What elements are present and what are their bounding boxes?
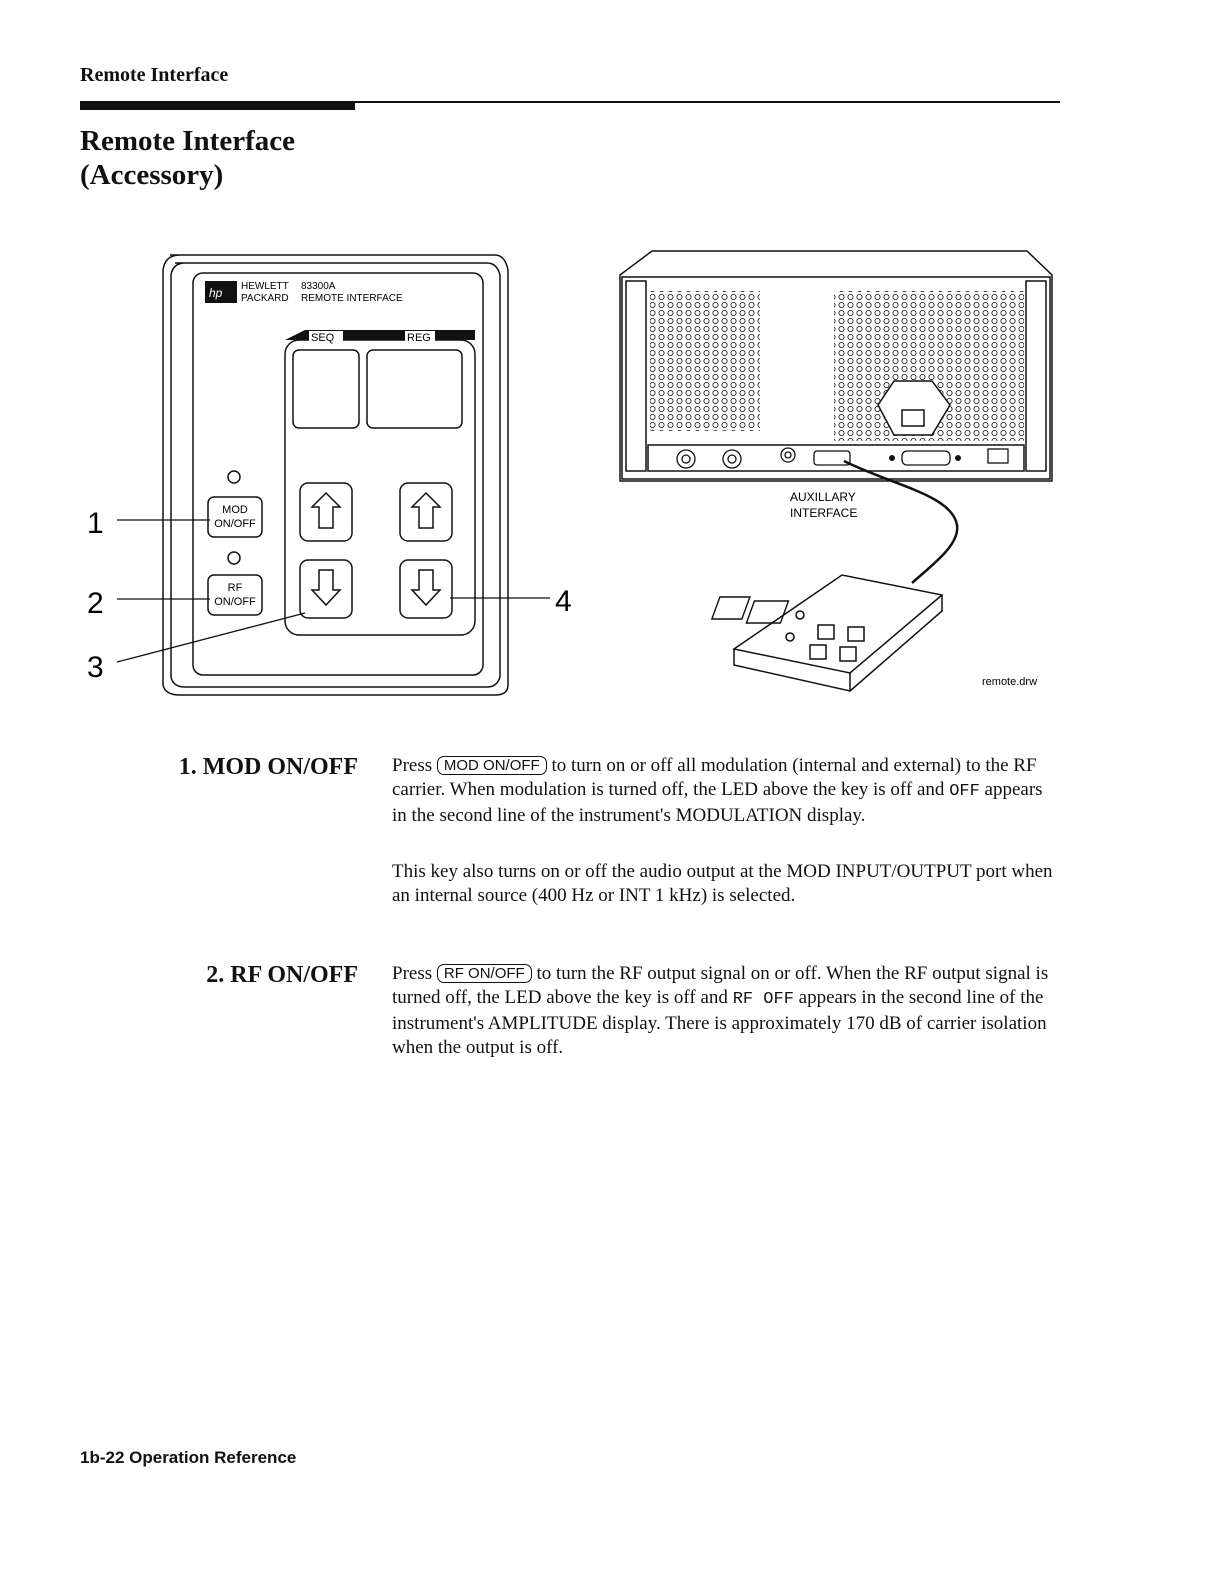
arrow-up-icon <box>410 491 442 529</box>
arrow-up-icon <box>310 491 342 529</box>
instrument-rear-panel-figure: AUXILLARY INTERFACE remote.drw <box>619 250 1053 692</box>
callout-2: 2 <box>87 587 104 620</box>
display-code: OFF <box>949 782 980 801</box>
item-text: Press <box>392 963 433 984</box>
item-text: appears in the second line of the instru… <box>392 987 1047 1058</box>
rf-key-label: RF <box>228 582 243 594</box>
brand-line2: PACKARD <box>241 293 289 304</box>
callout-3: 3 <box>87 651 104 684</box>
reg-label: REG <box>407 332 431 344</box>
item-text: to turn the RF output signal on or off. … <box>392 963 1049 1008</box>
remote-interface-front-figure: SEQ REG hp HEWLETT PACKARD 83300A REMOTE… <box>87 254 572 696</box>
item-paragraph: Press MOD ON/OFF to turn on or off all m… <box>392 754 1062 828</box>
section-title-line: Remote Interface <box>80 125 295 157</box>
seq-label: SEQ <box>311 332 335 344</box>
hp-logo-icon: hp <box>205 281 237 303</box>
rf-key-label: ON/OFF <box>214 596 256 608</box>
product-name: REMOTE INTERFACE <box>301 293 403 304</box>
brand-line1: HEWLETT <box>241 281 289 292</box>
running-head: Remote Interface <box>80 64 229 86</box>
item-paragraph: Press RF ON/OFF to turn the RF output si… <box>392 962 1062 1060</box>
callout-4: 4 <box>555 585 572 618</box>
figure-filename: remote.drw <box>982 676 1037 688</box>
instrument-rear-panel-icon <box>619 250 1053 482</box>
item-text: appears in the second line of the instru… <box>392 779 1043 826</box>
mod-on-off-key-icon: MOD ON/OFF <box>436 756 547 775</box>
svg-text:hp: hp <box>209 286 223 300</box>
remote-keypad-icon <box>710 574 944 692</box>
display-code: RF OFF <box>732 990 794 1009</box>
arrow-down-icon <box>410 569 442 607</box>
cable-icon <box>843 459 959 584</box>
mod-key-label: ON/OFF <box>214 518 256 530</box>
item-paragraph: This key also turns on or off the audio … <box>392 861 1053 906</box>
header-rule <box>80 101 1060 103</box>
section-title: Remote Interface (Accessory) <box>80 124 500 192</box>
page-footer: 1b-22 Operation Reference <box>80 1448 297 1467</box>
section-title-line: (Accessory) <box>80 159 224 191</box>
callout-1: 1 <box>87 507 104 540</box>
header-rule-thick <box>80 101 355 110</box>
rf-on-off-key-icon: RF ON/OFF <box>436 964 532 983</box>
arrow-down-icon <box>310 569 342 607</box>
model-number: 83300A <box>301 281 336 292</box>
item-text: to turn on or off all modulation (intern… <box>392 755 1037 800</box>
mod-key-label: MOD <box>222 504 248 516</box>
connector-label: INTERFACE <box>790 506 857 520</box>
item-label-mod-on-off: 1. MOD ON/OFF <box>178 754 358 780</box>
connector-label: AUXILLARY <box>790 490 856 504</box>
item-text: Press <box>392 755 433 776</box>
item-label-rf-on-off: 2. RF ON/OFF <box>206 962 358 988</box>
